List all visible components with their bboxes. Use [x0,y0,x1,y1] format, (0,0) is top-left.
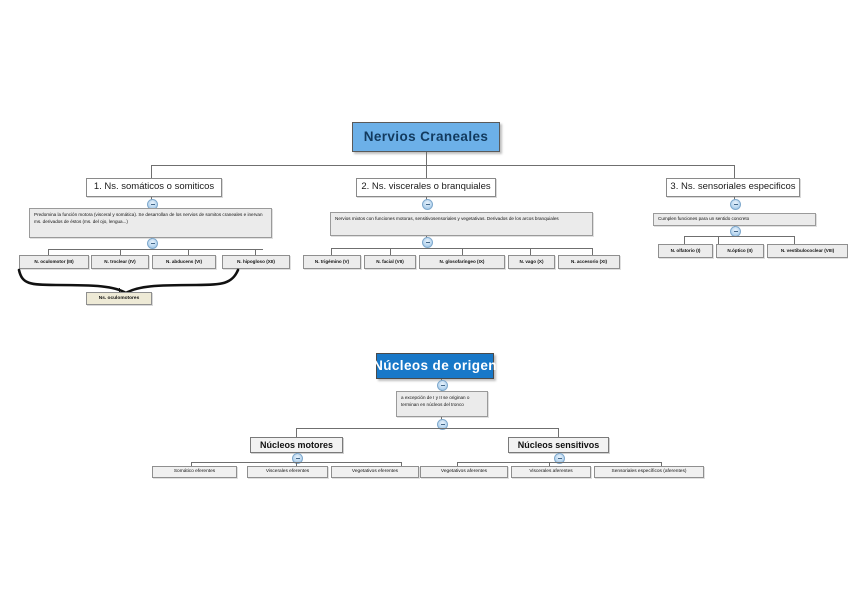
connector-motores-leaf3 [401,462,402,467]
leaf-node-sensoriales-especificos[interactable]: Sensoriales específicos (aferentes) [594,466,704,478]
collapse-toggle-icon-b2-leaves[interactable] [422,237,433,248]
leaf-node-vegetativos-aferentes[interactable]: Vegetativos aferentes [420,466,508,478]
leaf-node-hipogloso[interactable]: N. hipogloso (XII) [222,255,290,269]
connector-bottom-bus [296,428,558,429]
collapse-toggle-icon-sensitivos[interactable] [554,453,565,464]
connector-b1-leaf3 [188,249,189,255]
connector-bottom-motores-drop [296,428,297,437]
connector-b3-leaf2 [718,236,719,244]
collapse-toggle-icon-bottom-root[interactable] [437,380,448,391]
connector-b2-leaf5 [592,248,593,255]
collapse-toggle-icon-bottom-note[interactable] [437,419,448,430]
leaf-node-olfatorio[interactable]: N. olfatorio (I) [658,244,713,258]
note-box-sensoriales: Cumplen funciones para un sentido concre… [653,213,816,226]
branch-node-nucleos-sensitivos[interactable]: Núcleos sensitivos [508,437,609,453]
connector-b2-leaf2 [390,248,391,255]
connector-b1-leaf4 [255,249,256,255]
brace-oculomotores [17,268,240,294]
connector-branch1-drop [151,165,152,178]
leaf-node-optico[interactable]: N.óptico (II) [716,244,764,258]
leaf-node-facial[interactable]: N. facial (VII) [364,255,416,269]
connector-b2-leaf1 [331,248,332,255]
connector-b3-leafbus [684,236,794,237]
note-box-somaticos: Predomina la función motora (visceral y … [29,208,272,238]
leaf-node-accesorio[interactable]: N. accesorio (XI) [558,255,620,269]
note-box-viscerales: Nervios mixtos con funciones motoras, se… [330,212,593,236]
collapse-toggle-icon-motores[interactable] [292,453,303,464]
collapse-toggle-icon-b1-leaves[interactable] [147,238,158,249]
connector-b3-leaf1 [684,236,685,244]
connector-motores-leaf1 [191,462,192,467]
leaf-node-viscerales-aferentes[interactable]: Viscerales aferentes [511,466,591,478]
connector-branch2-drop [426,165,427,178]
leaf-node-vago[interactable]: N. vago (X) [508,255,555,269]
leaf-node-vegetativos-eferentes[interactable]: Vegetativos eferentes [331,466,419,478]
branch-node-sensoriales[interactable]: 3. Ns. sensoriales especificos [666,178,800,197]
leaf-node-trigemino[interactable]: N. trigémino (V) [303,255,361,269]
branch-node-somaticos[interactable]: 1. Ns. somáticos o somiticos [86,178,222,197]
root-node-nucleos-de-origen[interactable]: Núcleos de origen [373,353,497,379]
collapse-toggle-icon-b3[interactable] [730,199,741,210]
connector-sensitivos-leaf3 [661,462,662,467]
note-box-nucleos: a excepción de I y II se originan o term… [396,391,488,417]
connector-b2-leaf3 [462,248,463,255]
connector-b3-leaf3 [794,236,795,244]
connector-b1-leaf2 [120,249,121,255]
connector-bottom-sensitivos-drop [558,428,559,437]
connector-sensitivos-leafbus [457,462,661,463]
branch-node-nucleos-motores[interactable]: Núcleos motores [250,437,343,453]
connector-root-bus [151,165,734,166]
connector-b1-leafbus [48,249,263,250]
leaf-node-abducens[interactable]: N. abducens (VI) [152,255,216,269]
leaf-node-vestibulococlear[interactable]: N. vestibulococlear (VIII) [767,244,848,258]
branch-node-viscerales[interactable]: 2. Ns. viscerales o branquiales [356,178,496,197]
connector-branch3-drop [734,165,735,178]
connector-sensitivos-leaf1 [457,462,458,467]
leaf-node-somatico-eferentes[interactable]: Somático eferentes [152,466,237,478]
connector-sensitivos-leaf2 [549,462,550,467]
connector-brace-stem [119,288,120,293]
brace-label-ns-oculomotores[interactable]: Ns. oculomotores [86,292,152,305]
collapse-toggle-icon-b2[interactable] [422,199,433,210]
connector-root-stem [426,152,427,165]
connector-b2-leafbus [331,248,592,249]
connector-b1-leaf1 [48,249,49,255]
leaf-node-glosofaringeo[interactable]: N. glosofaríngeo (IX) [419,255,505,269]
root-node-nervios-craneales[interactable]: Nervios Craneales [352,122,500,152]
leaf-node-troclear[interactable]: N. troclear (IV) [91,255,149,269]
leaf-node-oculomotor[interactable]: N. oculomotor (III) [19,255,89,269]
connector-motores-leaf2 [296,462,297,467]
connector-b2-leaf4 [530,248,531,255]
leaf-node-viscerales-eferentes[interactable]: Viscerales eferentes [247,466,328,478]
